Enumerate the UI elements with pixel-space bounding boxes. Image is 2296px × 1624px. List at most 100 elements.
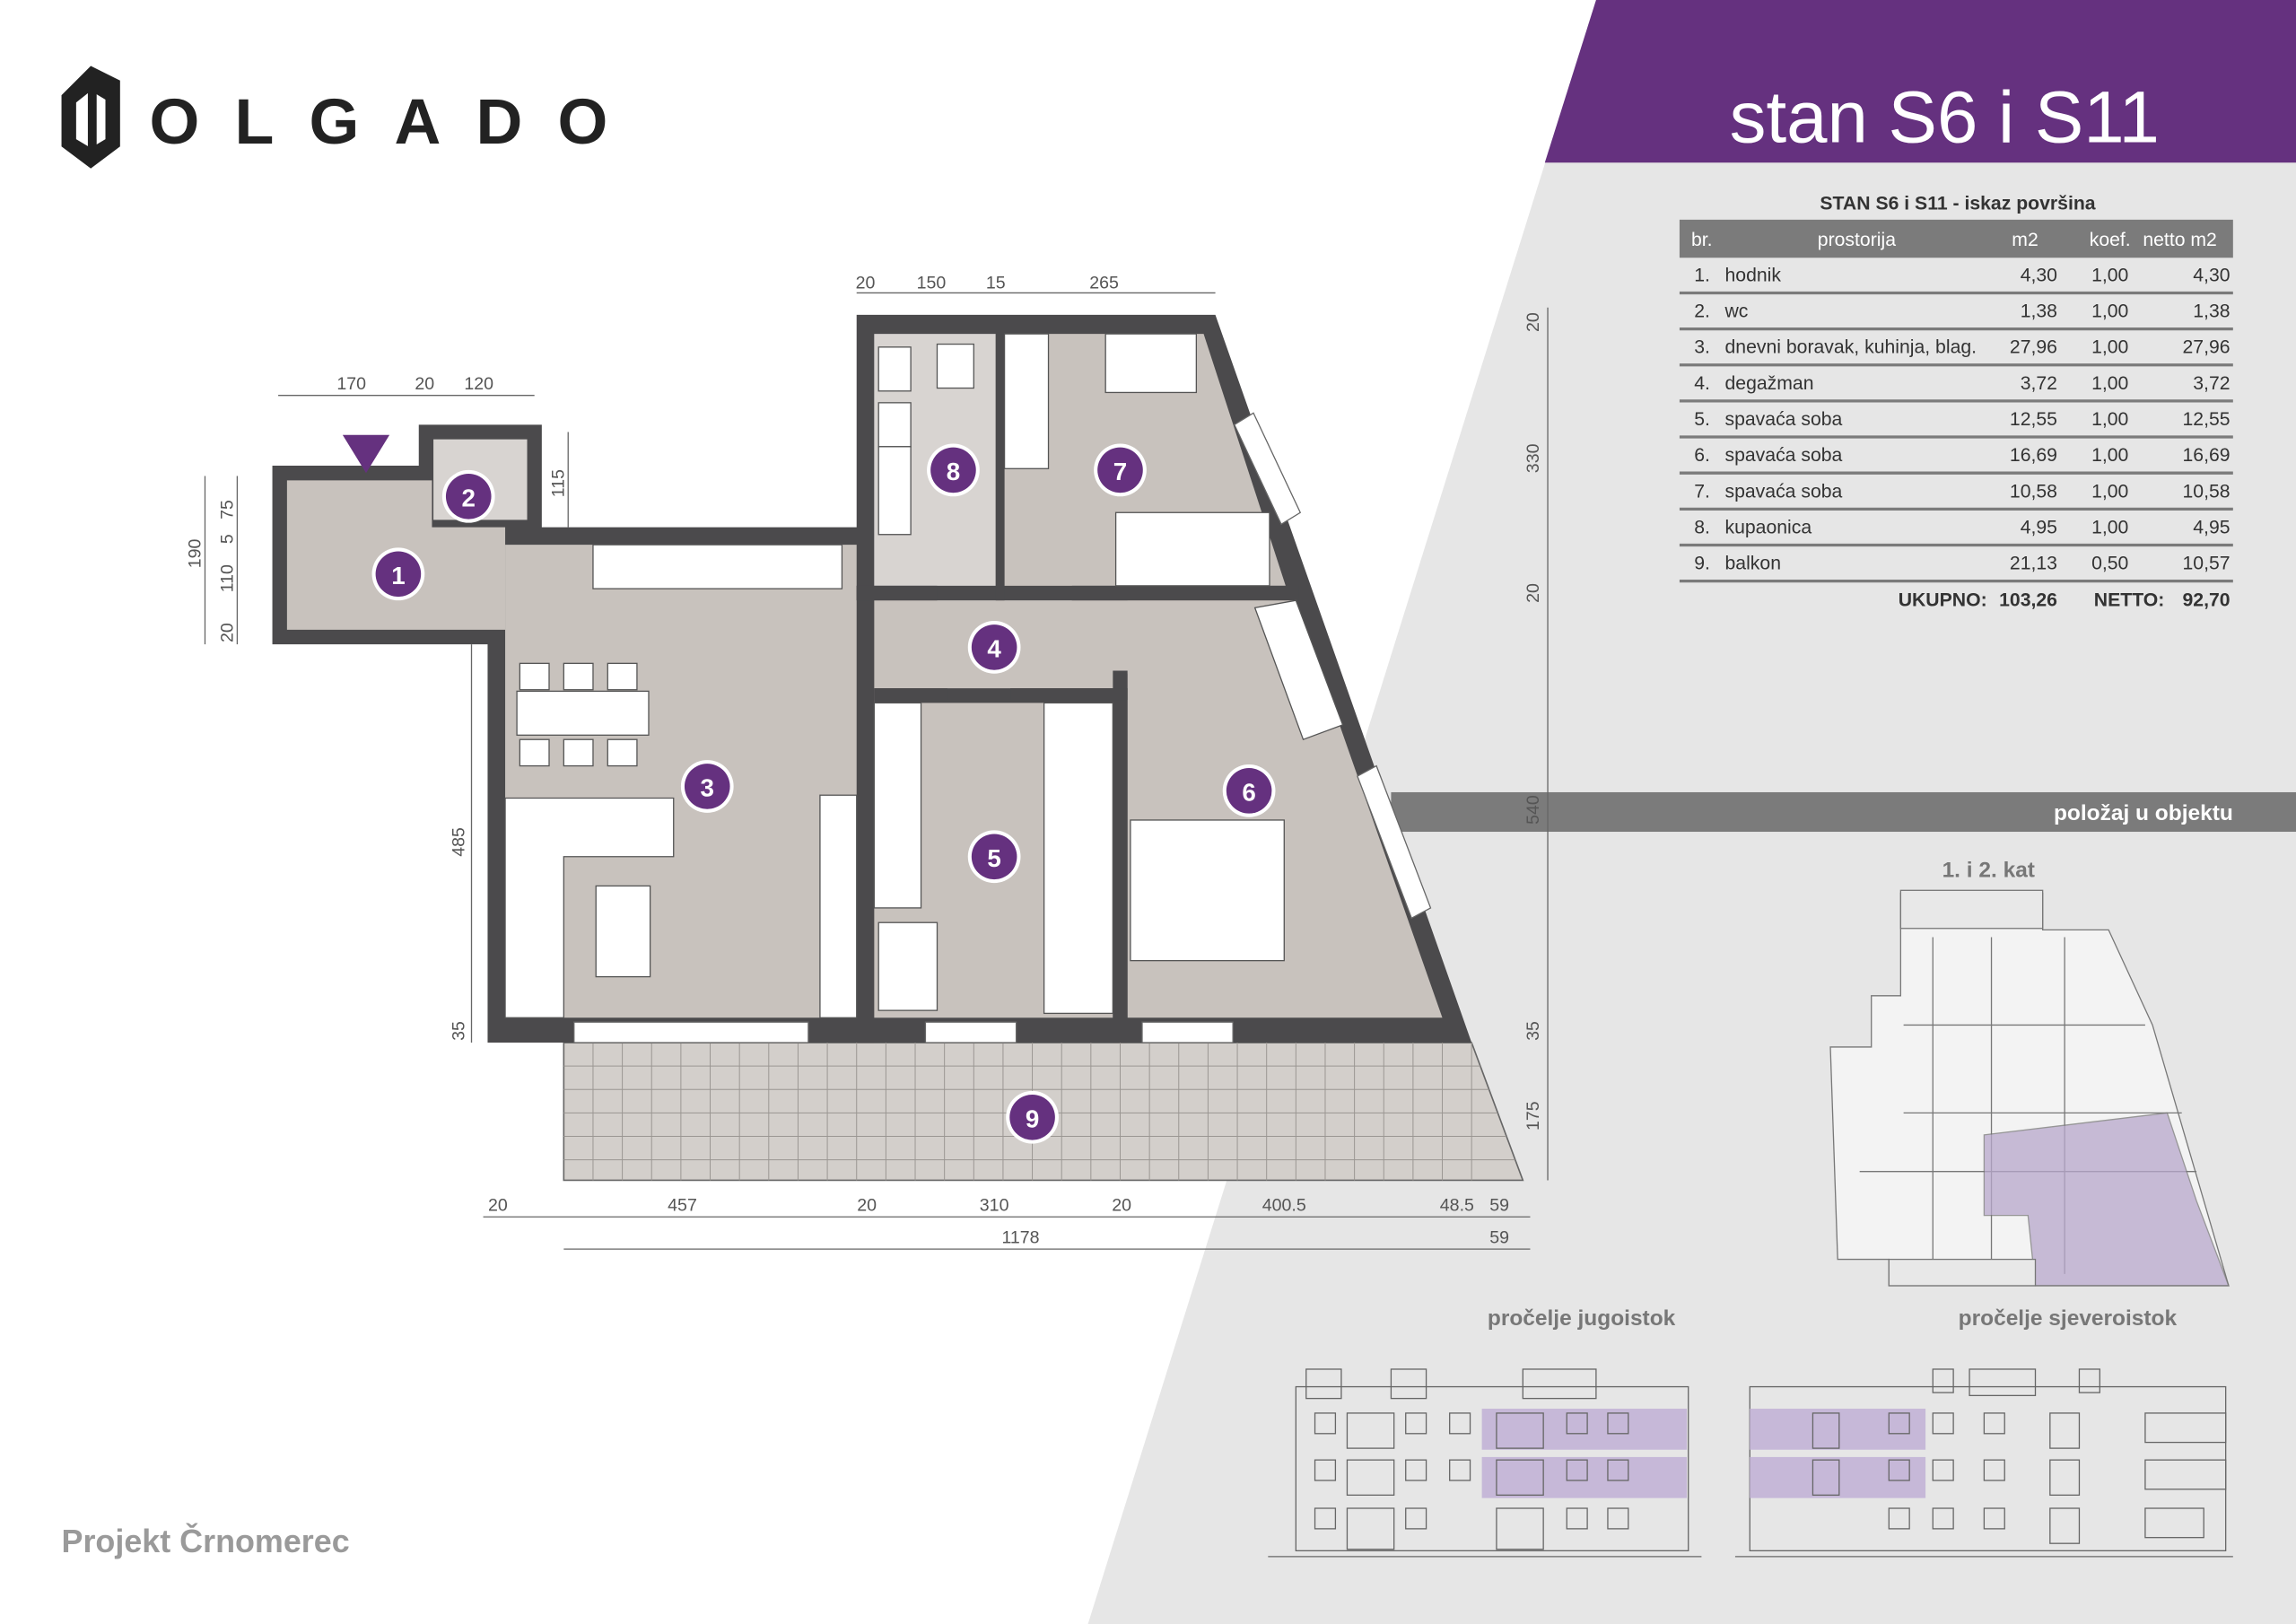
dim-label: 170 (336, 374, 366, 394)
room-badge-8: 8 (927, 443, 980, 497)
col-coef: koef. (2090, 230, 2131, 250)
apartment-title: stan S6 i S11 (1730, 76, 2160, 158)
dim-label: 20 (1523, 583, 1543, 603)
room-badge-5: 5 (967, 830, 1021, 884)
cell-coef: 1,00 (2091, 301, 2128, 322)
col-net: netto m2 (2143, 230, 2217, 250)
dim-label: 20 (488, 1196, 508, 1216)
room-number: 4 (987, 635, 1001, 663)
room-badge-9: 9 (1006, 1090, 1059, 1144)
floor-plan (204, 292, 1549, 1250)
cell-coef: 1,00 (2091, 337, 2128, 358)
cell-name: hodnik (1725, 265, 1782, 285)
olgado-logo: OLGADO (61, 65, 607, 169)
cell-net: 16,69 (2182, 445, 2230, 466)
room-badge-3: 3 (680, 760, 734, 813)
dim-label: 400.5 (1262, 1196, 1306, 1216)
dim-label: 150 (917, 274, 947, 293)
dim-label: 35 (1523, 1021, 1543, 1041)
col-room: prostorija (1818, 230, 1896, 250)
dim-label: 20 (857, 1196, 877, 1216)
room-badge-7: 7 (1094, 443, 1147, 497)
dim-label: 1178 (1001, 1228, 1039, 1248)
cell-no: 9. (1694, 554, 1710, 574)
elevation-northeast-label: pročelje sjeveroistok (1959, 1306, 2178, 1331)
cell-name: spavaća soba (1725, 445, 1843, 466)
dim-label: 75 (217, 500, 237, 520)
dim-label: 120 (464, 374, 493, 394)
cell-net: 10,57 (2182, 554, 2230, 574)
cell-net: 10,58 (2182, 481, 2230, 502)
total-label: UKUPNO: (1899, 590, 1987, 611)
col-area: m2 (2012, 230, 2038, 250)
room-number: 3 (701, 774, 714, 802)
cell-no: 7. (1694, 481, 1710, 502)
dim-label: 20 (217, 623, 237, 642)
cell-area: 1,38 (2021, 301, 2057, 322)
elevation-northeast (1734, 1368, 2233, 1558)
cell-coef: 1,00 (2091, 409, 2128, 430)
dim-label: 457 (668, 1196, 697, 1216)
project-name: Projekt Črnomerec (62, 1524, 350, 1559)
cell-net: 12,55 (2182, 409, 2230, 430)
room-badge-6: 6 (1222, 764, 1276, 817)
cell-name: dnevni boravak, kuhinja, blag. (1725, 337, 1977, 358)
dim-label: 20 (415, 374, 434, 394)
cell-name: spavaća soba (1725, 481, 1843, 502)
cell-name: kupaonica (1725, 517, 1812, 537)
cell-no: 6. (1694, 445, 1710, 466)
table-title: STAN S6 i S11 - iskaz površina (1820, 193, 2095, 214)
dim-label: 20 (1523, 312, 1543, 332)
cell-name: balkon (1725, 554, 1781, 574)
dim-label: 59 (1489, 1228, 1509, 1248)
cell-name: degažman (1725, 373, 1814, 394)
area-table: STAN S6 i S11 - iskaz površina br. prost… (1679, 193, 2233, 611)
dim-label: 5 (217, 534, 237, 544)
cell-no: 4. (1694, 373, 1710, 394)
dim-label: 485 (449, 827, 468, 857)
cell-coef: 1,00 (2091, 481, 2128, 502)
dim-label: 310 (980, 1196, 1009, 1216)
dim-label: 540 (1523, 795, 1543, 825)
dim-label: 265 (1089, 274, 1119, 293)
room-number: 9 (1026, 1104, 1039, 1132)
cell-area: 4,30 (2021, 265, 2057, 285)
position-band (1391, 791, 2296, 833)
dimension-labels: 20 150 15 265 170 20 120 190 75 5 110 20… (186, 274, 1544, 1248)
cell-net: 27,96 (2182, 337, 2230, 358)
room-badge-1: 1 (371, 547, 425, 601)
cell-net: 4,95 (2193, 517, 2230, 537)
cell-coef: 0,50 (2091, 554, 2128, 574)
dim-label: 48.5 (1440, 1196, 1474, 1216)
cell-net: 3,72 (2193, 373, 2230, 394)
cell-coef: 1,00 (2091, 517, 2128, 537)
room-number: 7 (1113, 458, 1127, 485)
cell-no: 8. (1694, 517, 1710, 537)
cell-area: 3,72 (2021, 373, 2057, 394)
cell-no: 5. (1694, 409, 1710, 430)
dim-label: 20 (1112, 1196, 1131, 1216)
building-key-plan (1829, 889, 2230, 1287)
cell-area: 27,96 (2010, 337, 2057, 358)
cell-area: 16,69 (2010, 445, 2057, 466)
cell-no: 2. (1694, 301, 1710, 322)
room-number: 8 (947, 458, 960, 485)
total-value: 103,26 (1999, 590, 2057, 611)
position-label: položaj u objektu (2054, 801, 2233, 825)
dim-label: 20 (856, 274, 876, 293)
room-number: 5 (987, 844, 1000, 872)
cell-name: wc (1724, 301, 1749, 322)
dim-label: 59 (1489, 1196, 1509, 1216)
room-badge-4: 4 (967, 621, 1021, 674)
room-number: 2 (462, 484, 476, 511)
elevation-southeast (1268, 1368, 1702, 1558)
